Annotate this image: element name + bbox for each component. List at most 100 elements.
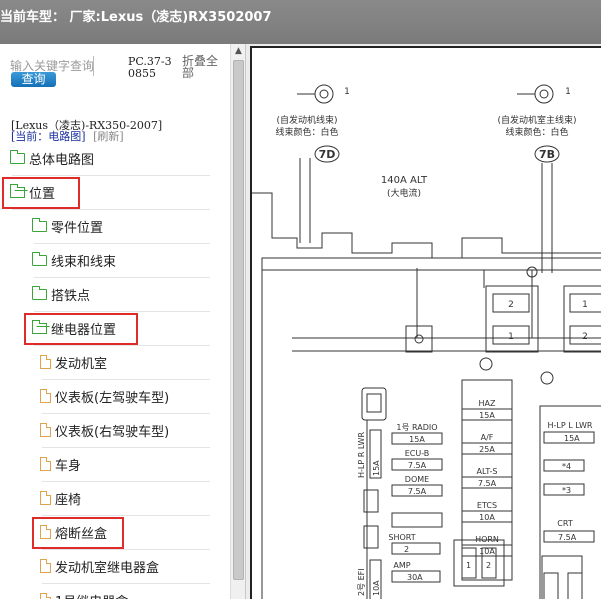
tree-separator	[42, 379, 210, 380]
fuse-name: ALT-S	[477, 467, 498, 476]
tree-separator	[34, 277, 210, 278]
tree-item[interactable]: 发动机室	[40, 345, 107, 379]
current-label[interactable]: [当前：电路图]	[11, 130, 86, 143]
doc-icon	[40, 457, 51, 471]
left-color-label: 线束颜色：白色	[275, 126, 338, 138]
star3-label: *3	[562, 486, 571, 495]
search-button[interactable]: 查询	[11, 72, 56, 87]
fuse-box	[391, 458, 443, 471]
tree-item-label: 总体电路图	[29, 152, 95, 168]
tree-item-label: 座椅	[55, 492, 82, 508]
tree-item[interactable]: 搭铁点	[32, 277, 90, 311]
relay-a-top: 2	[508, 300, 514, 310]
hlp-l-lwr-label: H-LP L LWR	[548, 421, 593, 430]
tree-item[interactable]: 熔断丝盒	[40, 515, 107, 549]
tree-item-label: 位置	[29, 186, 56, 202]
left-harness-label: (自发动机线束)	[276, 114, 337, 126]
tree-item-label: 仪表板(左驾驶车型)	[55, 390, 170, 406]
tree-item[interactable]: 1号继电器盒	[40, 583, 128, 599]
code-badge-right	[534, 145, 560, 163]
folder-icon	[32, 285, 47, 300]
fuse-amp: 7.5A	[408, 461, 427, 470]
scroll-thumb[interactable]	[233, 60, 244, 580]
folder-open-icon	[10, 183, 25, 198]
terminal-left-num: 1	[344, 87, 350, 97]
tree-item[interactable]: 仪表板(左驾驶车型)	[40, 379, 169, 413]
tree-item[interactable]: 总体电路图	[10, 141, 94, 175]
doc-icon	[40, 423, 51, 437]
folder-icon	[32, 251, 47, 266]
tree-item-label: 继电器位置	[51, 322, 117, 338]
box-pin1: 1	[466, 561, 471, 570]
doc-icon	[40, 559, 51, 573]
tree-separator	[42, 447, 210, 448]
star4-label: *4	[562, 462, 571, 471]
refresh-link[interactable]: [刷新]	[93, 130, 124, 143]
fuse-name: HAZ	[479, 399, 496, 408]
box-pin2: 2	[486, 561, 491, 570]
diagram-svg: 1 1 (自发动机线束) 线束颜色：白色 7D (自发动机室主线束) 线束颜色：…	[252, 84, 601, 599]
fuse-amp: 7.5A	[478, 479, 497, 488]
right-code: 7B	[539, 148, 555, 161]
code-badge-left	[314, 145, 340, 163]
tree-item[interactable]: 仪表板(右驾驶车型)	[40, 413, 169, 447]
fuse-name: DOME	[405, 475, 429, 484]
tree-separator	[42, 549, 210, 550]
tree-separator	[42, 583, 210, 584]
folder-open-icon	[32, 319, 47, 334]
relay-b-bot: 2	[582, 332, 588, 342]
fuse-box	[391, 432, 443, 445]
wiring-diagram[interactable]: 1 1 (自发动机线束) 线束颜色：白色 7D (自发动机室主线束) 线束颜色：…	[250, 46, 601, 599]
amp-value: 30A	[407, 573, 423, 582]
efi-amp: 10A	[372, 580, 381, 596]
collapse-all-link[interactable]: 折叠全部	[182, 54, 219, 80]
highlight-box	[24, 313, 138, 345]
tree-item[interactable]: 位置	[10, 175, 55, 209]
doc-icon	[40, 491, 51, 505]
tree-item-label: 仪表板(右驾驶车型)	[55, 424, 170, 440]
fuse-amp: 25A	[479, 445, 495, 454]
scroll-up-icon[interactable]: ▲	[235, 46, 242, 56]
fuse-amp: 10A	[479, 547, 495, 556]
tree-item-label: 零件位置	[51, 220, 104, 236]
window-title: 当前车型： 厂家:Lexus（凌志)RX3502007	[0, 10, 272, 25]
fuse-name: A/F	[481, 433, 494, 442]
tree-separator	[34, 311, 210, 312]
tree-separator	[42, 413, 210, 414]
tree-item[interactable]: 线束和线束	[32, 243, 116, 277]
fuse-box	[461, 510, 513, 523]
fuse-box	[461, 476, 513, 489]
crt-amp: 7.5A	[558, 533, 577, 542]
search-input[interactable]	[8, 56, 94, 76]
folder-icon	[32, 217, 47, 232]
tree-separator	[12, 175, 210, 176]
doc-icon	[40, 389, 51, 403]
tree-item[interactable]: 继电器位置	[32, 311, 116, 345]
hlp-r-lwr-label: H-LP R LWR	[357, 432, 366, 478]
tree-item[interactable]: 车身	[40, 447, 81, 481]
tree-item-label: 熔断丝盒	[55, 526, 108, 542]
tree-separator	[34, 243, 210, 244]
amp-label: AMP	[393, 561, 410, 570]
highlight-box	[32, 517, 124, 549]
sidebar: 查询 PC.37-30855 折叠全部 [Lexus（凌志)-RX350-200…	[0, 44, 246, 599]
pc-code: PC.37-30855	[128, 55, 172, 80]
hlp-l-amp: 15A	[564, 434, 580, 443]
tree-item[interactable]: 座椅	[40, 481, 81, 515]
tree-item-label: 1号继电器盒	[55, 591, 128, 599]
terminal-right-num: 1	[565, 87, 571, 97]
tree-separator	[12, 209, 210, 210]
crt-label: CRT	[557, 519, 573, 528]
folder-icon	[10, 149, 25, 164]
relay-a-bot: 1	[508, 332, 514, 342]
sidebar-scrollbar[interactable]: ▲	[230, 44, 245, 599]
tree-item-label: 线束和线束	[51, 254, 117, 270]
left-code: 7D	[319, 148, 336, 161]
tree-item[interactable]: 发动机室继电器盒	[40, 549, 159, 583]
tree-item[interactable]: 零件位置	[32, 209, 103, 243]
terminal-right-icon	[534, 84, 554, 104]
fuse-box	[461, 408, 513, 421]
fuse-amp: 10A	[479, 513, 495, 522]
fuse-amp: 15A	[479, 411, 495, 420]
terminal-left-icon	[314, 84, 334, 104]
